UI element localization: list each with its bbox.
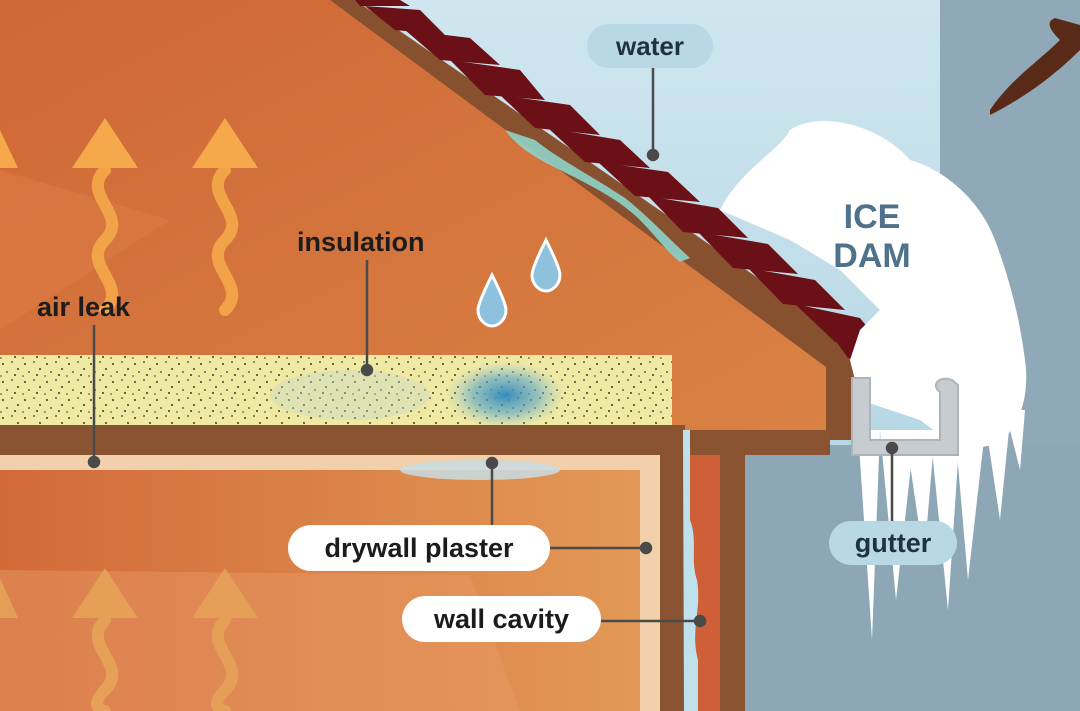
- wall-water-trickle: [683, 430, 699, 711]
- drywall-wall: [640, 455, 660, 711]
- meltwater-film: [505, 130, 690, 262]
- drywall-plaster-label: drywall plaster: [288, 525, 550, 571]
- warm-air-arrows-attic: [0, 118, 258, 316]
- warm-air-arrows-room: [0, 568, 258, 711]
- tree-branch: [990, 18, 1080, 115]
- leader-lines: [87, 60, 899, 628]
- attic-light-panel: [0, 170, 170, 330]
- water-label: water: [587, 24, 713, 68]
- gutter-label: gutter: [829, 521, 957, 565]
- damp-haze: [270, 370, 430, 420]
- roof-shingles: [355, 0, 885, 360]
- wall-stud-inner: [660, 455, 685, 711]
- wet-spot: [445, 361, 565, 429]
- ceiling-joist: [0, 425, 685, 455]
- water-droplets: [476, 236, 562, 328]
- gutter: [851, 377, 959, 456]
- lower-exterior: [740, 445, 1080, 711]
- ceiling-water-stain: [400, 460, 560, 480]
- insulation-label: insulation: [297, 227, 425, 257]
- ice-dam-label: ICE DAM: [833, 198, 911, 276]
- top-plate: [685, 430, 830, 455]
- attic-space: [0, 0, 830, 430]
- wall-cavity-label: wall cavity: [402, 596, 601, 642]
- ice-dam-label-line1: ICE DAM: [828, 198, 916, 276]
- ice-dam-mass: [720, 121, 1027, 450]
- air-leak-label: air leak: [37, 292, 131, 322]
- room-light-panel: [0, 570, 520, 711]
- wall-stud-outer: [720, 455, 745, 711]
